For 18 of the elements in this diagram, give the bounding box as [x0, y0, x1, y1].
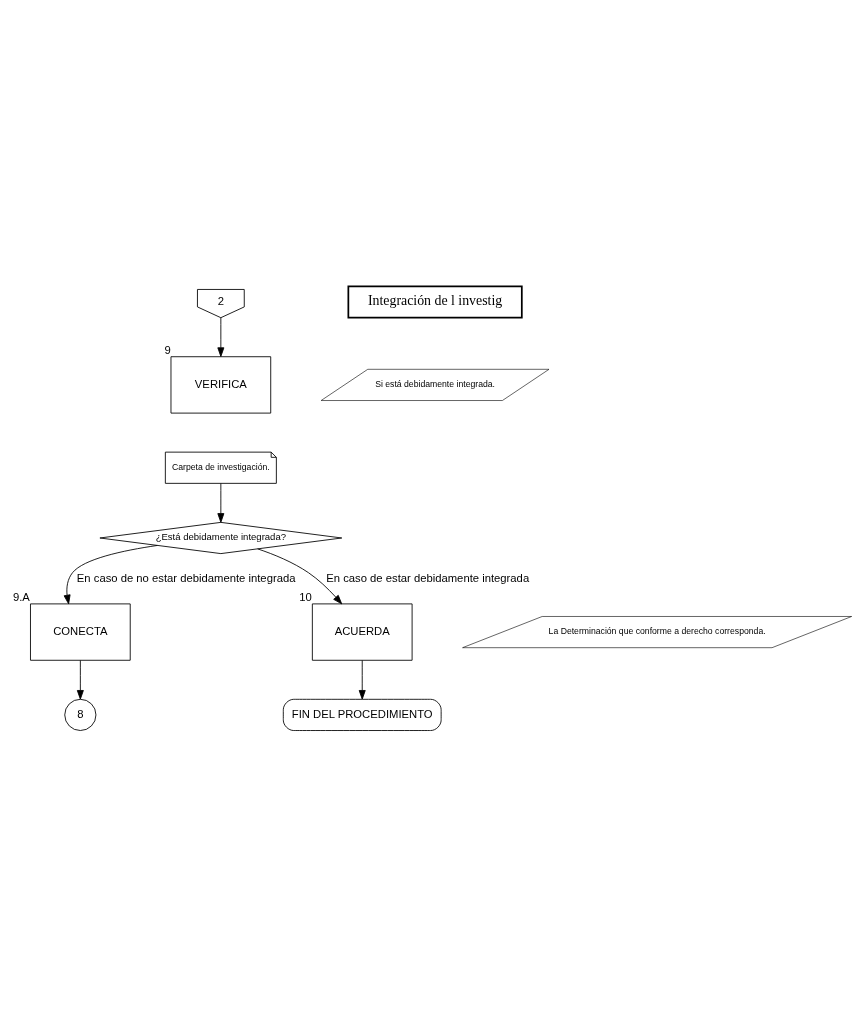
arrow: [63, 544, 158, 604]
arrow: [76, 659, 84, 700]
node-diamond: ¿Está debidamente integrada?: [99, 521, 343, 554]
edge-label: En caso de no estar debidamente integrada: [76, 571, 296, 584]
node-circle: 8: [64, 698, 97, 731]
node-label: 9.A: [12, 590, 30, 603]
node-box: FIN DEL PROCEDIMIENTO: [282, 698, 442, 731]
arrow: [217, 482, 225, 523]
node-label: 10: [299, 590, 312, 603]
node-box: ACUERDA: [311, 602, 413, 661]
arrow: [358, 659, 366, 700]
arrow: [257, 547, 343, 604]
node-box: CONECTA: [30, 602, 131, 661]
node-box: Integración de l investig: [347, 285, 523, 319]
node-label: 9: [164, 343, 171, 356]
arrow: [217, 316, 225, 357]
edge-label: En caso de estar debidamente integrada: [326, 571, 530, 584]
node-box: VERIFICA: [170, 355, 272, 414]
